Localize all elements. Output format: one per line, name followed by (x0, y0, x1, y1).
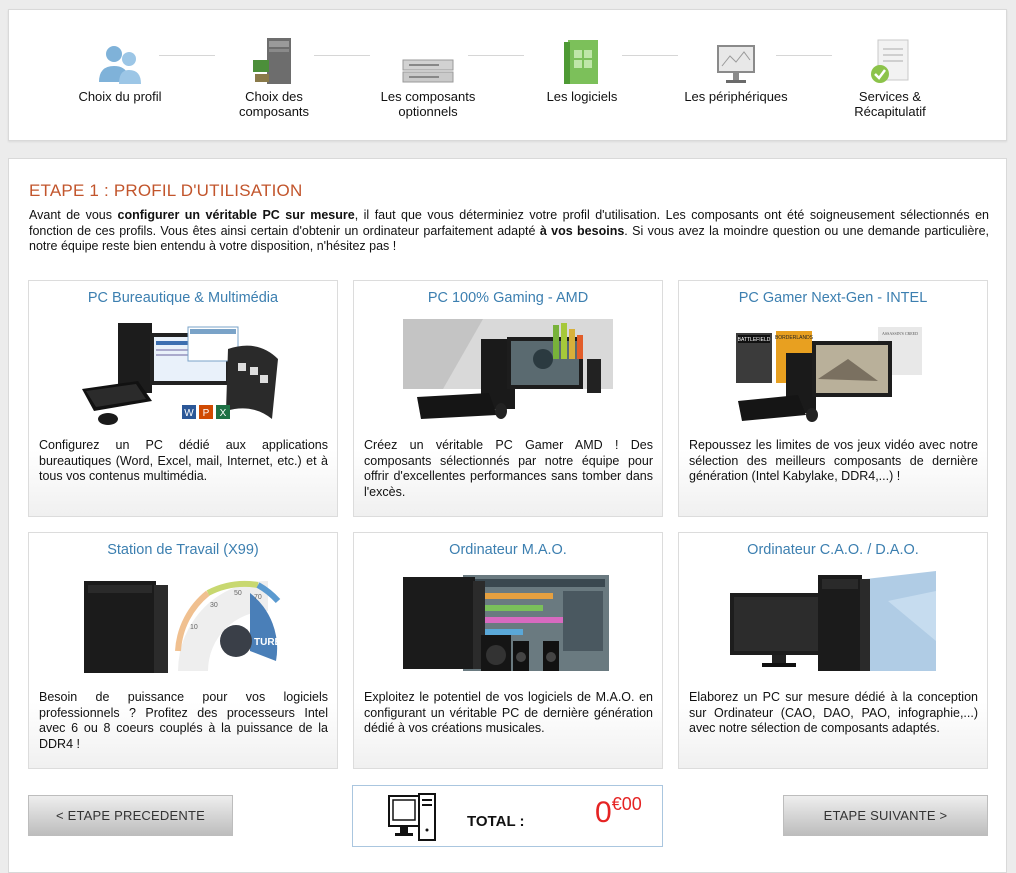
office-pc-image: W P X (78, 319, 288, 427)
powerpoint-icon: P (203, 408, 210, 419)
step-connector (776, 55, 832, 56)
total-label: TOTAL : (467, 813, 525, 830)
profile-card-title: PC 100% Gaming - AMD (427, 290, 589, 306)
step-label: Les périphériques (684, 89, 788, 104)
profile-card-bureautique[interactable]: PC Bureautique & Multimédia W P X Conf (28, 280, 338, 517)
gauge-tick: 50 (234, 590, 242, 597)
gauge-tick: 70 (254, 594, 262, 601)
monitor-icon (706, 34, 766, 86)
checklist-icon (860, 34, 920, 86)
profile-card-description: Elaborez un PC sur mesure dédié à la con… (689, 690, 978, 735)
step-composants-optionnels[interactable]: Les composants optionnels (363, 34, 493, 119)
total-box: TOTAL : 0€00 (352, 785, 663, 847)
excel-icon: X (220, 408, 227, 419)
profile-card-cao-dao[interactable]: Ordinateur C.A.O. / D.A.O. Elaborez un P… (678, 532, 988, 769)
previous-step-button[interactable]: < ETAPE PRECEDENTE (28, 795, 233, 836)
game-cover-3-title: ASSASSIN'S CREED (882, 331, 918, 336)
step-label: Choix du profil (78, 89, 162, 104)
gauge-tick: 10 (190, 624, 198, 631)
profile-card-title: Ordinateur C.A.O. / D.A.O. (747, 542, 919, 558)
step-connector (622, 55, 678, 56)
intro-segment: Avant de vous (29, 208, 118, 222)
turbo-label: TURBO (254, 637, 288, 648)
word-icon: W (184, 408, 194, 419)
step-title: ETAPE 1 : PROFIL D'UTILISATION (29, 181, 303, 200)
total-amount: 0€00 (595, 794, 642, 830)
profile-card-title: Station de Travail (X99) (107, 542, 259, 558)
profile-card-description: Créez un véritable PC Gamer AMD ! Des co… (364, 438, 653, 499)
intro-segment: . Si vous avez la moindre question ou un… (29, 223, 989, 254)
intro-emphasis: configurer un véritable PC sur mesure (117, 208, 355, 222)
next-step-button[interactable]: ETAPE SUIVANTE > (783, 795, 988, 836)
profile-card-description: Configurez un PC dédié aux applications … (39, 438, 328, 483)
profile-card-station-travail[interactable]: Station de Travail (X99) 10 30 50 70 TUR… (28, 532, 338, 769)
step-connector (468, 55, 524, 56)
workstation-turbo-image: 10 30 50 70 TURBO (78, 571, 290, 679)
gauge-tick: 30 (210, 602, 218, 609)
game-cover-1-title: BATTLEFIELD (738, 337, 771, 343)
gaming-amd-pc-image (403, 319, 613, 427)
total-amount-cents: €00 (611, 794, 642, 814)
profile-card-title: PC Bureautique & Multimédia (87, 290, 279, 306)
cad-pc-image (728, 571, 938, 679)
gaming-intel-pc-image: BATTLEFIELD BORDERLANDS ASSASSIN'S CREED (728, 319, 938, 427)
total-amount-integer: 0 (595, 796, 612, 829)
game-cover-2-title: BORDERLANDS (775, 335, 814, 341)
step-label: Choix des composants (238, 89, 310, 119)
step-label: Services & Récapitulatif (854, 89, 926, 119)
intro-text: Avant de vous configurer un véritable PC… (29, 208, 989, 255)
step-les-logiciels[interactable]: Les logiciels (517, 34, 647, 104)
step-les-peripheriques[interactable]: Les périphériques (671, 34, 801, 104)
profile-card-description: Besoin de puissance pour vos logiciels p… (39, 690, 328, 751)
step-choix-des-composants[interactable]: Choix des composants (209, 34, 339, 119)
step-label: Les composants optionnels (380, 89, 476, 119)
users-icon (90, 34, 150, 86)
optical-drive-icon (398, 34, 458, 86)
profile-card-mao[interactable]: Ordinateur M.A.O. Exploitez le potentiel… (353, 532, 663, 769)
computer-icon (388, 793, 436, 841)
profile-card-description: Repoussez les limites de vos jeux vidéo … (689, 438, 978, 483)
configurator-stepper: Choix du profil Choix des composants Les… (8, 9, 1007, 141)
profile-card-gamer-intel[interactable]: PC Gamer Next-Gen - INTEL BATTLEFIELD BO… (678, 280, 988, 517)
step-choix-du-profil[interactable]: Choix du profil (55, 34, 185, 104)
software-box-icon (552, 34, 612, 86)
intro-emphasis: à vos besoins (539, 223, 625, 238)
step-connector (314, 55, 370, 56)
step-label: Les logiciels (546, 89, 618, 104)
step-connector (159, 55, 215, 56)
profile-card-title: Ordinateur M.A.O. (449, 542, 567, 558)
profile-card-title: PC Gamer Next-Gen - INTEL (738, 290, 928, 306)
music-production-pc-image (403, 571, 613, 679)
profile-card-description: Exploitez le potentiel de vos logiciels … (364, 690, 653, 735)
intro-segment: , il faut que vous déterminiez votre pro… (29, 208, 989, 238)
pc-tower-icon (244, 34, 304, 86)
step-services-recapitulatif[interactable]: Services & Récapitulatif (825, 34, 955, 119)
profile-card-gaming-amd[interactable]: PC 100% Gaming - AMD Créez un véritable … (353, 280, 663, 517)
